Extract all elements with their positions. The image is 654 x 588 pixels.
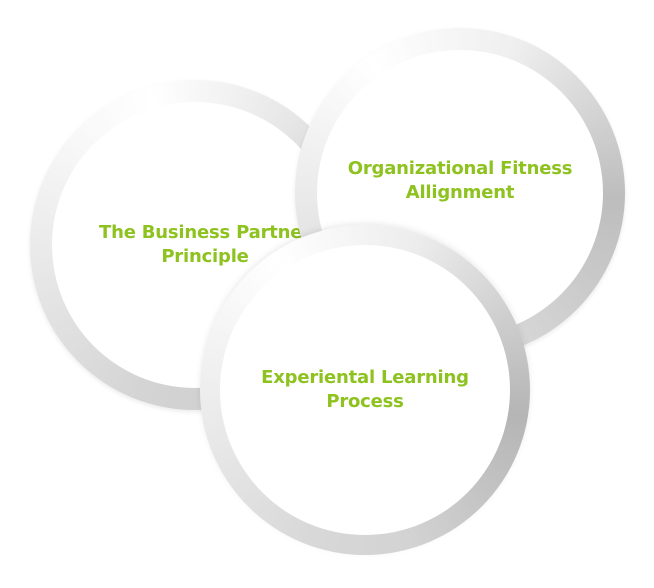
circle-experiental-learning: Experiental Learning Process: [200, 225, 530, 555]
label-organizational-fitness: Organizational Fitness Allignment: [347, 158, 573, 203]
label-experiental-learning: Experiental Learning Process: [261, 367, 469, 412]
circle-experiental-learning-inner: Experiental Learning Process: [220, 245, 510, 535]
label-business-partner: The Business Partner Principle: [99, 222, 311, 267]
